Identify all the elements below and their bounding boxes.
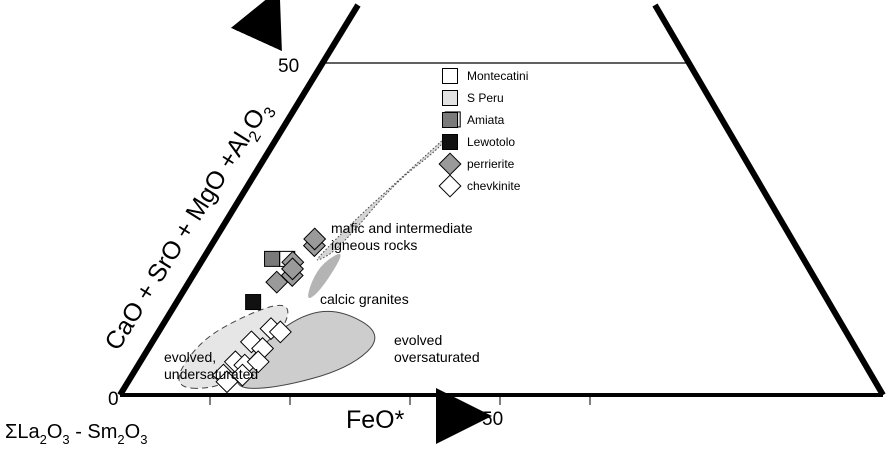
data-point-amiata-0 [264, 250, 281, 267]
left-tick-0: 0 [108, 389, 119, 410]
legend-marker-0 [442, 68, 458, 84]
base-ticks [209, 395, 591, 405]
data-point-lewotolo-0 [245, 294, 262, 311]
data-point-perrierite-3 [265, 270, 289, 294]
field-label-evolved-over: evolved oversaturated [394, 332, 480, 365]
legend-label-5: chevkinite [467, 179, 521, 193]
legend-marker-2 [442, 112, 458, 128]
legend-marker-5 [438, 174, 462, 198]
field-0 [316, 135, 449, 261]
corner-label-ree: ΣLa2O3 - Sm2O3 [5, 421, 147, 447]
data-points [211, 111, 461, 394]
field-label-evolved-under: evolved, undersaturated [164, 349, 258, 382]
left-axis-arrow [230, 0, 282, 52]
data-point-chevkinite-8 [215, 370, 239, 394]
field-label-calcic: calcic granites [320, 291, 409, 307]
legend-label-0: Montecatini [467, 69, 528, 83]
legend-marker-1 [442, 90, 458, 106]
field-1 [308, 253, 341, 299]
data-point-perrierite-5 [281, 257, 305, 281]
ternary-frame-right [652, 3, 886, 397]
data-point-perrierite-4 [303, 227, 327, 251]
legend-marker-3 [442, 134, 458, 150]
ternary-frame [117, 3, 361, 397]
data-point-chevkinite-9 [246, 350, 270, 374]
legend-marker-4 [438, 152, 462, 176]
legend-label-3: Lewotolo [467, 135, 515, 149]
legend-label-4: perrierite [467, 157, 515, 171]
bottom-tick-50: 50 [482, 409, 503, 430]
field-label-mafic: mafic and intermediate igneous rocks [331, 220, 477, 253]
data-point-chevkinite-7 [230, 363, 254, 387]
legend-label-2: Amiata [467, 113, 505, 127]
bottom-axis-title: FeO* [346, 406, 405, 434]
left-tick-50: 50 [278, 56, 299, 77]
data-point-chevkinite-1 [268, 320, 292, 344]
legend-label-1: S Peru [467, 91, 504, 105]
